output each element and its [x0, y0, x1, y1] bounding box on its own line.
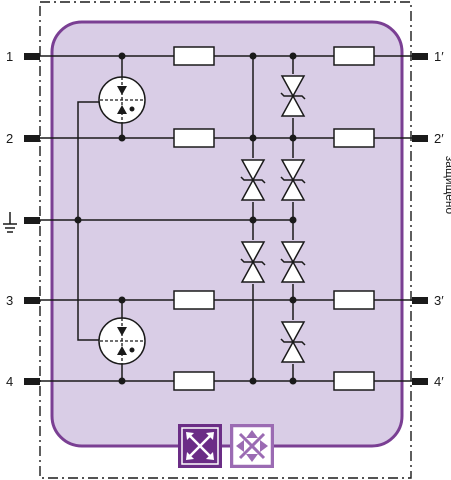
terminals	[24, 53, 428, 385]
tvs-diode-icon	[280, 320, 306, 364]
resistor-icon	[173, 46, 215, 66]
output-label-2: 2′	[434, 131, 444, 146]
resistor-icon	[173, 290, 215, 310]
tvs-diode-icon	[240, 240, 266, 284]
housing-dashed-outline	[39, 1, 412, 479]
output-label-4: 4′	[434, 374, 444, 389]
terminal-in-2	[24, 135, 40, 142]
terminal-in-4	[24, 378, 40, 385]
gas-discharge-tube-icon	[98, 317, 146, 365]
status-indicator-dark-icon	[178, 424, 222, 468]
tvs-diode-icon	[280, 158, 306, 202]
resistor-icon	[333, 371, 375, 391]
terminal-out-2	[412, 135, 428, 142]
protected-side-label: защищено	[443, 156, 451, 215]
status-indicator-light-icon	[230, 424, 274, 468]
tvs-diode-icon	[280, 74, 306, 118]
input-label-3: 3	[6, 293, 13, 308]
resistor-icon	[333, 128, 375, 148]
resistor-icon	[333, 290, 375, 310]
resistor-icon	[173, 128, 215, 148]
terminal-in-gnd	[24, 217, 40, 224]
resistors	[173, 46, 375, 391]
input-label-1: 1	[6, 49, 13, 64]
output-label-1: 1′	[434, 49, 444, 64]
resistor-icon	[333, 46, 375, 66]
tvs-diodes	[240, 74, 306, 364]
junction-dots	[74, 52, 297, 385]
terminal-out-1	[412, 53, 428, 60]
gas-discharge-tube-icon	[98, 76, 146, 124]
input-label-4: 4	[6, 374, 13, 389]
terminal-out-3	[412, 297, 428, 304]
resistor-icon	[173, 371, 215, 391]
terminal-in-3	[24, 297, 40, 304]
ground-icon	[3, 212, 17, 233]
output-label-3: 3′	[434, 293, 444, 308]
terminal-in-1	[24, 53, 40, 60]
terminal-out-4	[412, 378, 428, 385]
tvs-diode-icon	[240, 158, 266, 202]
input-label-2: 2	[6, 131, 13, 146]
tvs-diode-icon	[280, 240, 306, 284]
